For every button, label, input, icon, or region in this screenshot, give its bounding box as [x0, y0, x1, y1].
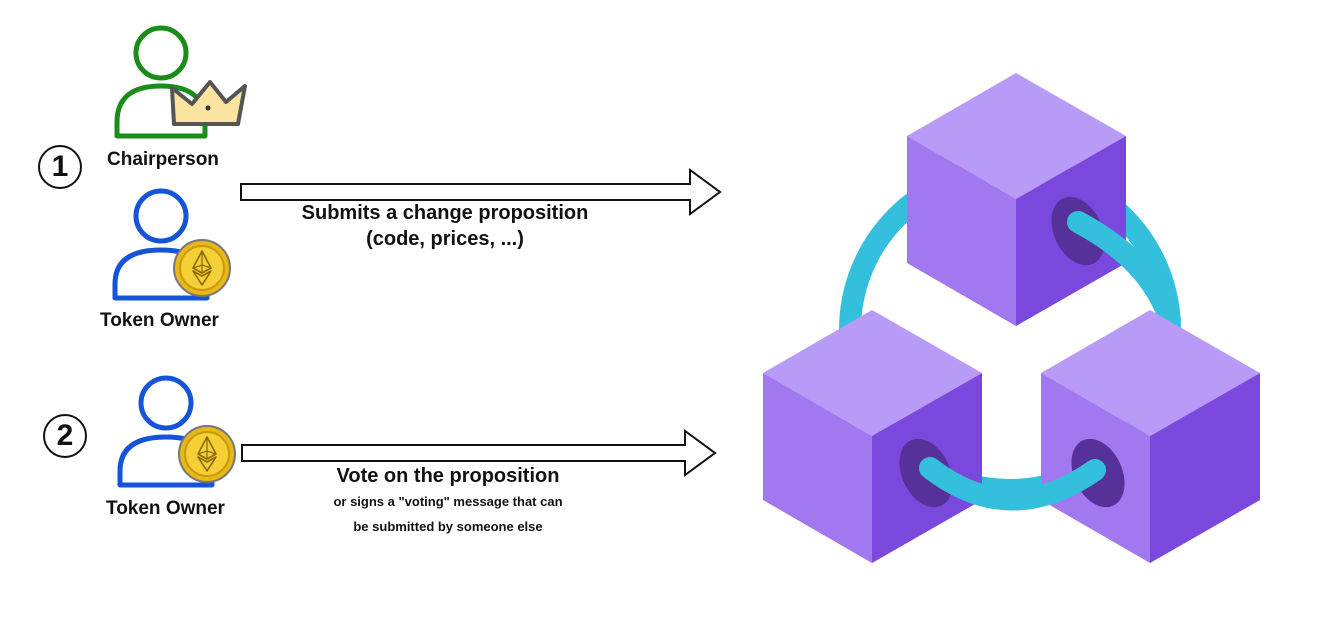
token-owner-icon-1 [112, 188, 231, 301]
step-1-caption: Submits a change proposition (code, pric… [250, 200, 640, 252]
arrow-step-1 [240, 168, 722, 216]
chain-link-top [1067, 211, 1181, 331]
step-2-number: 2 [43, 414, 87, 458]
block-right [1041, 310, 1260, 563]
chain-link-bottom [919, 457, 1106, 511]
step-1-action-line2: (code, prices, ...) [366, 228, 524, 250]
ether-coin-icon [173, 239, 231, 297]
step-2-action-sub2: be submitted by someone else [353, 519, 543, 534]
token-owner-label-1: Token Owner [100, 310, 219, 331]
chairperson-label: Chairperson [107, 149, 219, 170]
step-1-action-line1: Submits a change proposition [301, 202, 589, 224]
step-2-caption: Vote on the proposition or signs a "voti… [270, 463, 626, 539]
step-2-action-title: Vote on the proposition [336, 465, 560, 487]
ether-coin-icon [178, 425, 236, 483]
token-owner-label-2: Token Owner [106, 498, 225, 519]
blockchain-illustration [763, 73, 1260, 563]
token-owner-icon-2 [117, 375, 236, 488]
step-1-number: 1 [38, 145, 82, 189]
crown-icon [170, 80, 247, 126]
block-top [907, 73, 1126, 326]
block-left [763, 310, 982, 563]
chairperson-icon [114, 25, 247, 139]
step-2-action-sub1: or signs a "voting" message that can [333, 494, 563, 509]
arrow-step-2 [241, 429, 717, 477]
